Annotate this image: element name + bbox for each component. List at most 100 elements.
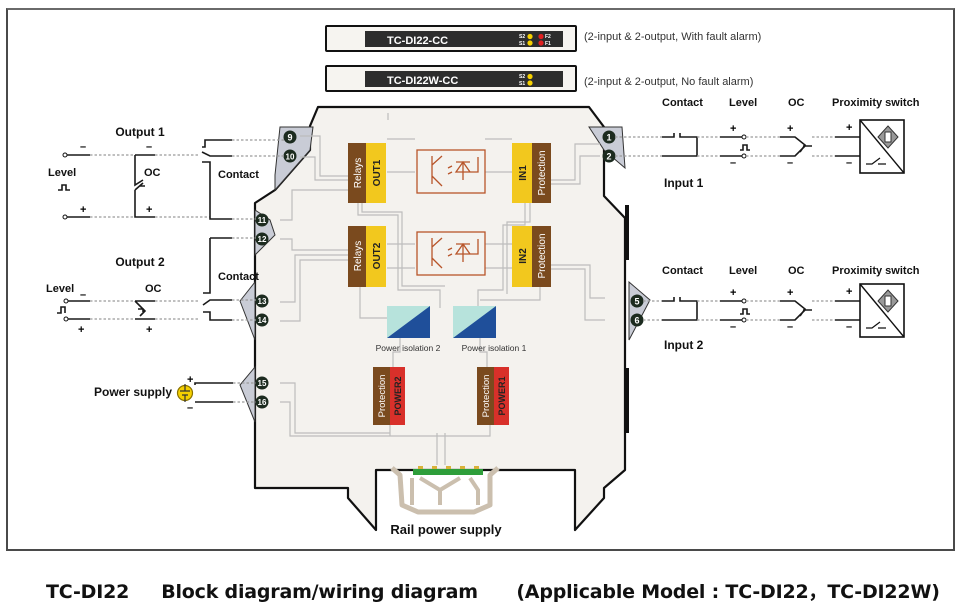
terminal-11: 11 [255,213,269,227]
svg-text:+: + [146,324,152,336]
relay-out1-block: Relays OUT1 [348,143,386,203]
svg-text:–: – [787,321,793,333]
module-housing [253,105,629,532]
protection-label: Protection [537,233,548,278]
rail-connector [390,466,500,515]
protection-label: Protection [377,375,388,418]
svg-text:–: – [730,321,736,333]
led-label-f2: F2 [545,34,551,40]
terminal-9: 9 [283,130,297,144]
led-label-s2: S2 [519,34,525,40]
terminals-right: 1 2 5 6 [602,130,644,327]
rail-power-supply-label: Rail power supply [390,522,502,537]
out1-label: OUT1 [372,159,383,186]
svg-text:2: 2 [606,152,611,162]
in2-protection-block: IN2 Protection [512,226,551,287]
power2-protection-block: Protection POWER2 [373,367,405,425]
svg-text:+: + [730,123,736,135]
relay-out2-block: Relays OUT2 [348,226,386,287]
in1-label: IN1 [518,165,529,181]
terminal-6: 6 [630,313,644,327]
out2-label: OUT2 [372,242,383,269]
led-label-s1: S1 [519,41,525,47]
svg-text:13: 13 [258,297,267,306]
level-label: Level [729,97,757,109]
model-description: (2-input & 2-output, No fault alarm) [584,76,753,88]
svg-text:+: + [846,286,852,298]
svg-text:–: – [187,402,193,414]
svg-text:9: 9 [287,133,292,143]
svg-text:–: – [846,157,852,169]
svg-text:–: – [787,157,793,169]
svg-text:–: – [80,289,86,301]
in1-protection-block: IN1 Protection [512,143,551,203]
power-supply-wiring: Power supply + – [94,374,256,414]
model-bar-tc-di22w-cc: TC-DI22W-CC S2 S1 [325,65,577,92]
protection-label: Protection [481,375,492,418]
svg-text:10: 10 [286,153,295,162]
led-f1 [538,40,544,46]
oc-label: OC [145,283,162,295]
output2-wiring: Output 2 Level – + OC + Contact [46,237,259,336]
oc-label: OC [788,265,805,277]
svg-text:+: + [787,287,793,299]
svg-text:–: – [846,321,852,333]
optocoupler-2 [416,231,486,276]
led-s1 [527,80,533,86]
caption-title: Block diagram/wiring diagram [161,581,478,603]
input2-wiring: Contact Input 2 Level + – OC + – Proximi… [643,265,920,352]
led-label-s2: S2 [519,74,525,80]
led-s1 [527,40,533,46]
power1-protection-block: Protection POWER1 [477,367,509,425]
power-isolation-1: Power isolation 1 [453,306,527,353]
figure-caption: TC-DI22 Block diagram/wiring diagram (Ap… [46,577,940,604]
terminal-2: 2 [602,149,616,163]
svg-text:6: 6 [634,316,639,326]
level-label: Level [48,167,76,179]
svg-text:15: 15 [258,379,267,388]
power2-label: POWER2 [393,376,403,415]
led-f2 [538,33,544,40]
oc-label: OC [788,97,805,109]
power-isolation-2: Power isolation 2 [376,306,441,353]
model-description: (2-input & 2-output, With fault alarm) [584,31,761,43]
relays-label: Relays [353,241,364,272]
in2-label: IN2 [518,248,529,264]
protection-label: Protection [537,150,548,195]
svg-text:5: 5 [634,297,639,307]
input2-title: Input 2 [664,338,704,352]
svg-text:+: + [80,204,86,216]
internal-wiring [280,113,605,465]
terminals-left: 9 10 11 12 13 14 15 16 [255,130,297,409]
contact-label: Contact [218,271,259,283]
proximity-switch-label: Proximity switch [832,265,920,277]
svg-text:–: – [730,157,736,169]
terminal-12: 12 [255,232,269,246]
terminal-1: 1 [602,130,616,144]
svg-text:14: 14 [258,316,267,325]
caption-applicable: (Applicable Model : TC-DI22，TC-DI22W) [516,581,940,603]
level-label: Level [46,283,74,295]
svg-text:+: + [146,204,152,216]
led-s2 [527,33,533,40]
power-isolation-1-label: Power isolation 1 [462,343,527,353]
svg-text:+: + [846,122,852,134]
caption-model: TC-DI22 [46,581,130,603]
terminal-13: 13 [255,294,269,308]
power-supply-label: Power supply [94,385,172,399]
led-label-f1: F1 [545,41,551,47]
svg-text:+: + [187,374,193,386]
optocoupler-1 [416,149,486,194]
level-label: Level [729,265,757,277]
output1-wiring: Output 1 – Level + – + OC Contact [48,125,284,220]
terminal-16: 16 [255,395,269,409]
contact-label: Contact [662,265,703,277]
power-isolation-2-label: Power isolation 2 [376,343,441,353]
output2-title: Output 2 [115,255,165,269]
svg-text:–: – [80,141,86,153]
terminal-5: 5 [630,294,644,308]
input1-wiring: Contact Input 1 Level + – OC + – Proximi… [615,97,920,190]
terminal-14: 14 [255,313,269,327]
oc-label: OC [144,167,161,179]
